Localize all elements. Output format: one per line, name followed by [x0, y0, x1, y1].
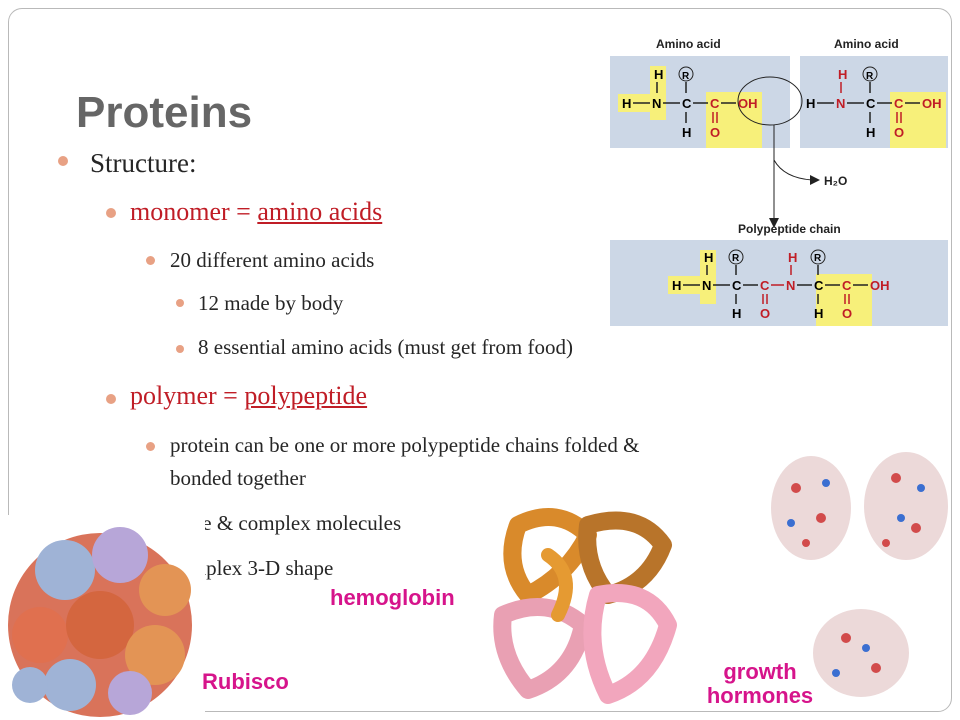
svg-text:H: H	[682, 125, 691, 140]
svg-text:O: O	[894, 125, 904, 140]
svg-text:H: H	[622, 96, 631, 111]
bullet-protein-line2: bonded together	[170, 466, 306, 490]
svg-text:N: N	[786, 278, 795, 293]
slide-frame	[8, 8, 952, 712]
bullet-dot	[176, 345, 184, 353]
growth-label-line2: hormones	[706, 683, 814, 708]
bullet-structure: Structure:	[90, 148, 197, 178]
slide-title: Proteins	[76, 88, 253, 137]
bullet-dot	[106, 208, 116, 218]
svg-text:R: R	[682, 71, 690, 82]
amino-acid-right-structure: H R H N C C OH H O	[806, 66, 946, 148]
bullet-polymer: polymer = polypeptide	[130, 381, 367, 411]
svg-text:H: H	[672, 278, 681, 293]
svg-text:C: C	[814, 278, 824, 293]
svg-text:N: N	[836, 96, 845, 111]
growth-hormones-image	[771, 452, 948, 697]
bullet-large: large & complex molecules	[170, 511, 402, 535]
svg-text:H: H	[806, 96, 815, 111]
svg-text:H: H	[704, 250, 713, 265]
bullet-dot	[58, 156, 68, 166]
monomer-prefix: monomer =	[130, 197, 258, 226]
svg-text:O: O	[760, 306, 770, 321]
polypeptide-chain-label: Polypeptide chain	[738, 222, 841, 236]
bullet-dot	[146, 442, 155, 451]
water-arrow	[773, 159, 813, 181]
amino-acid-left-structure: H R H N C C OH H O	[618, 66, 762, 148]
arrow-head-icon	[769, 218, 779, 228]
rubisco-image	[0, 515, 205, 720]
growth-label-line1: growth	[723, 659, 797, 684]
svg-text:H: H	[788, 250, 797, 265]
polypeptide-box	[610, 240, 948, 326]
svg-text:C: C	[760, 278, 770, 293]
polymer-prefix: polymer =	[130, 381, 245, 410]
hemoglobin-label: hemoglobin	[330, 585, 455, 610]
svg-text:R: R	[814, 253, 822, 264]
amino-acids-link[interactable]: amino acids	[257, 197, 383, 226]
amino-acid-right-label: Amino acid	[834, 37, 899, 51]
svg-text:C: C	[682, 96, 692, 111]
bullet-twelve: 12 made by body	[198, 291, 344, 315]
svg-text:C: C	[842, 278, 852, 293]
reaction-ellipse	[737, 76, 803, 126]
svg-text:H: H	[732, 306, 741, 321]
growth-hormones-label: growth hormones	[688, 660, 832, 708]
water-arrow-head-icon	[810, 175, 820, 185]
bullet-dot	[106, 394, 116, 404]
svg-text:O: O	[710, 125, 720, 140]
amino-acid-left-label: Amino acid	[656, 37, 721, 51]
svg-text:OH: OH	[870, 278, 890, 293]
svg-text:R: R	[866, 71, 874, 82]
hemoglobin-image	[493, 508, 677, 704]
bullet-protein-line1: protein can be one or more polypeptide c…	[170, 433, 640, 457]
polypeptide-structure: H R H R H N C C N C C OH H O H O	[668, 249, 890, 326]
water-label: H₂O	[824, 174, 847, 188]
svg-text:H: H	[866, 125, 875, 140]
svg-text:C: C	[894, 96, 904, 111]
bullet-twenty: 20 different amino acids	[170, 248, 375, 272]
svg-text:C: C	[732, 278, 742, 293]
rubisco-label: Rubisco	[202, 669, 289, 694]
svg-text:OH: OH	[922, 96, 942, 111]
svg-text:N: N	[702, 278, 711, 293]
svg-text:H: H	[814, 306, 823, 321]
bullet-dot	[146, 256, 155, 265]
bullet-eight: 8 essential amino acids (must get from f…	[198, 335, 573, 359]
peptide-bond-diagram: Amino acid Amino acid H R H N C C OH H O…	[610, 37, 948, 326]
polypeptide-link[interactable]: polypeptide	[244, 381, 368, 410]
svg-text:O: O	[842, 306, 852, 321]
bullet-dot	[176, 299, 184, 307]
svg-text:OH: OH	[738, 96, 758, 111]
bullet-monomer: monomer = amino acids	[130, 197, 382, 227]
svg-text:H: H	[654, 67, 663, 82]
svg-text:R: R	[732, 253, 740, 264]
svg-text:C: C	[710, 96, 720, 111]
svg-text:N: N	[652, 96, 661, 111]
svg-text:C: C	[866, 96, 876, 111]
svg-text:H: H	[838, 67, 847, 82]
